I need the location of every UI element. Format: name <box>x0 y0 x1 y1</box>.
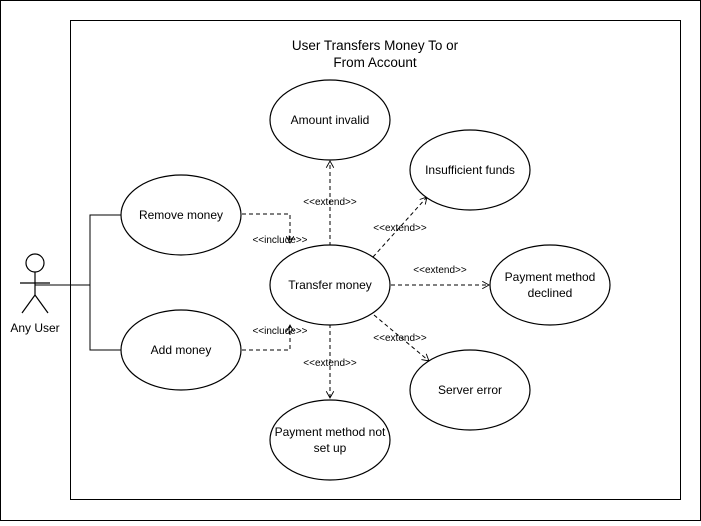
use-case-insufficient-funds[interactable]: Insufficient funds <box>409 129 531 211</box>
use-case-label: Insufficient funds <box>425 163 515 177</box>
include-arrow-remove <box>242 213 295 244</box>
use-case-label: Remove money <box>139 208 223 222</box>
use-case-server-error[interactable]: Server error <box>409 349 531 431</box>
use-case-label: Add money <box>151 343 212 357</box>
include-label-add: <<include>> <box>252 326 307 337</box>
use-case-label: Server error <box>438 383 502 397</box>
extend-label-amount-invalid: <<extend>> <box>303 197 357 208</box>
include-label-remove: <<include>> <box>252 235 307 246</box>
system-title-line2: From Account <box>333 55 417 70</box>
use-case-label: Payment method <box>505 270 596 284</box>
actor-left-leg <box>21 294 36 314</box>
use-case-payment-not-set-up[interactable]: Payment method not set up <box>269 399 391 481</box>
use-case-transfer-money[interactable]: Transfer money <box>269 244 391 326</box>
use-case-label: declined <box>528 286 573 300</box>
extend-label-payment-declined: <<extend>> <box>413 265 467 276</box>
use-case-label: Transfer money <box>288 278 372 292</box>
actor-any-user[interactable]: Any User <box>10 253 60 335</box>
use-case-label: set up <box>314 441 347 455</box>
use-case-add-money[interactable]: Add money <box>120 309 242 391</box>
extend-arrow-server-error <box>373 314 430 362</box>
use-case-label: Amount invalid <box>291 113 370 127</box>
association-add-money <box>35 284 121 351</box>
use-case-amount-invalid[interactable]: Amount invalid <box>269 79 391 161</box>
extend-label-server-error: <<extend>> <box>373 333 427 344</box>
system-title-line1: User Transfers Money To or <box>292 38 459 53</box>
actor-head <box>25 253 45 273</box>
actor-right-leg <box>34 294 49 314</box>
use-case-label: Payment method not <box>275 425 386 439</box>
extend-label-insufficient-funds: <<extend>> <box>373 223 427 234</box>
extend-label-payment-not-set-up: <<extend>> <box>303 358 357 369</box>
actor-label: Any User <box>10 321 59 335</box>
include-arrow-add <box>242 324 295 351</box>
use-case-remove-money[interactable]: Remove money <box>120 174 242 256</box>
use-case-payment-declined[interactable]: Payment method declined <box>489 244 611 326</box>
